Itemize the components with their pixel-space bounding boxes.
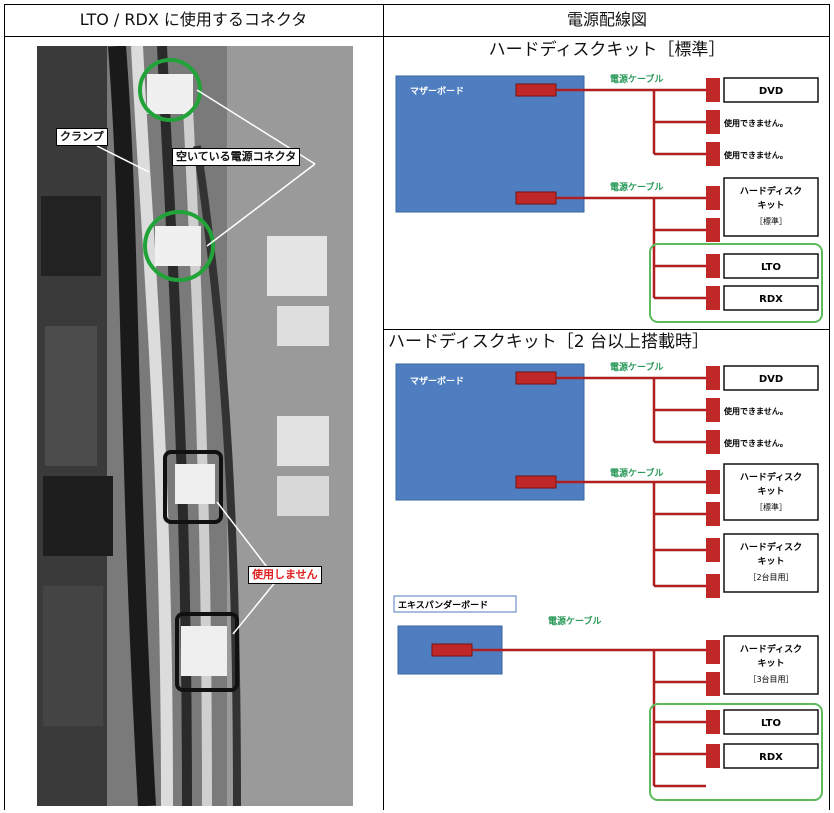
- connector-lto: [706, 254, 720, 278]
- lto-label: LTO: [761, 262, 781, 273]
- table-border-left: [4, 4, 5, 810]
- connector-unused-1: [706, 110, 720, 134]
- mb-connector-2: [516, 192, 556, 204]
- motherboard-label: マザーボード: [410, 85, 464, 97]
- connector-rdx: [706, 286, 720, 310]
- connector-unused-2: [706, 430, 720, 454]
- hdd-kit-label: キット: [757, 200, 784, 211]
- connector-hdd-2nd: [706, 538, 720, 562]
- rdx-label: RDX: [759, 294, 783, 305]
- lto-label: LTO: [761, 718, 781, 729]
- cable-label: 電源ケーブル: [548, 615, 601, 627]
- hdd-kit-2nd-label: ハードディスク: [740, 541, 802, 553]
- hdd-kit-label: ハードディスク: [740, 185, 802, 197]
- clamp-label: クランプ: [56, 128, 108, 146]
- cable-label: 電源ケーブル: [610, 73, 663, 85]
- connector-rdx: [706, 744, 720, 768]
- cable-label: 電源ケーブル: [610, 467, 663, 479]
- connector-hdd-std-2: [706, 502, 720, 526]
- rdx-label: RDX: [759, 752, 783, 763]
- hdd-kit-3rd-label: キット: [757, 658, 784, 669]
- cable-3-lines: [472, 650, 706, 786]
- hdd-kit-3rd-label: ［3台目用］: [748, 674, 793, 684]
- expander-label: エキスパンダーボード: [398, 599, 488, 611]
- cable-2-lines: [556, 198, 706, 298]
- mb-connector-2: [516, 476, 556, 488]
- standard-kit-title: ハードディスクキット［標準］: [385, 38, 829, 62]
- header-right: 電源配線図: [384, 4, 830, 36]
- unused-label: 使用できません。: [723, 150, 788, 160]
- diagram-standard: マザーボード 電源ケーブル 電源ケーブル DVD 使用できません。 使用できませ…: [396, 73, 822, 322]
- hdd-kit-2nd-label: キット: [757, 556, 784, 567]
- connector-hdd-3rd: [706, 640, 720, 664]
- unused-label: 使用できません。: [723, 406, 788, 416]
- connector-hdd-3rd-2: [706, 672, 720, 696]
- connector-hdd-std-2: [706, 218, 720, 242]
- hdd-kit-label: キット: [757, 486, 784, 497]
- unused-label: 使用できません。: [723, 118, 788, 128]
- dvd-label: DVD: [759, 374, 783, 385]
- expander-connector: [432, 644, 472, 656]
- connector-hdd-std: [706, 470, 720, 494]
- connector-dvd: [706, 78, 720, 102]
- hdd-kit-label: ［標準］: [755, 216, 787, 226]
- wiring-diagrams: マザーボード 電源ケーブル 電源ケーブル DVD 使用できません。 使用できませ…: [384, 64, 830, 806]
- not-used-label: 使用しません: [248, 566, 322, 584]
- connector-lto: [706, 710, 720, 734]
- connector-unused-1: [706, 398, 720, 422]
- hdd-kit-2nd-label: ［2台目用］: [748, 572, 793, 582]
- connector-hdd-2nd-2: [706, 574, 720, 598]
- diagram-multi: マザーボード 電源ケーブル 電源ケーブル DVD 使用できません。 使用できませ…: [394, 361, 822, 800]
- connector-hdd-std: [706, 186, 720, 210]
- connector-dvd: [706, 366, 720, 390]
- cable-label: 電源ケーブル: [610, 361, 663, 373]
- mb-connector-1: [516, 84, 556, 96]
- header-left: LTO / RDX に使用するコネクタ: [4, 4, 383, 36]
- hdd-kit-label: ［標準］: [755, 502, 787, 512]
- hdd-kit-3rd-label: ハードディスク: [740, 643, 802, 655]
- dvd-label: DVD: [759, 86, 783, 97]
- free-connector-label: 空いている電源コネクタ: [172, 148, 300, 166]
- table-header-divider: [4, 36, 830, 37]
- unused-label: 使用できません。: [723, 438, 788, 448]
- cable-label: 電源ケーブル: [610, 181, 663, 193]
- motherboard-label: マザーボード: [410, 375, 464, 387]
- connector-unused-2: [706, 142, 720, 166]
- hdd-kit-label: ハードディスク: [740, 471, 802, 483]
- mb-connector-1: [516, 372, 556, 384]
